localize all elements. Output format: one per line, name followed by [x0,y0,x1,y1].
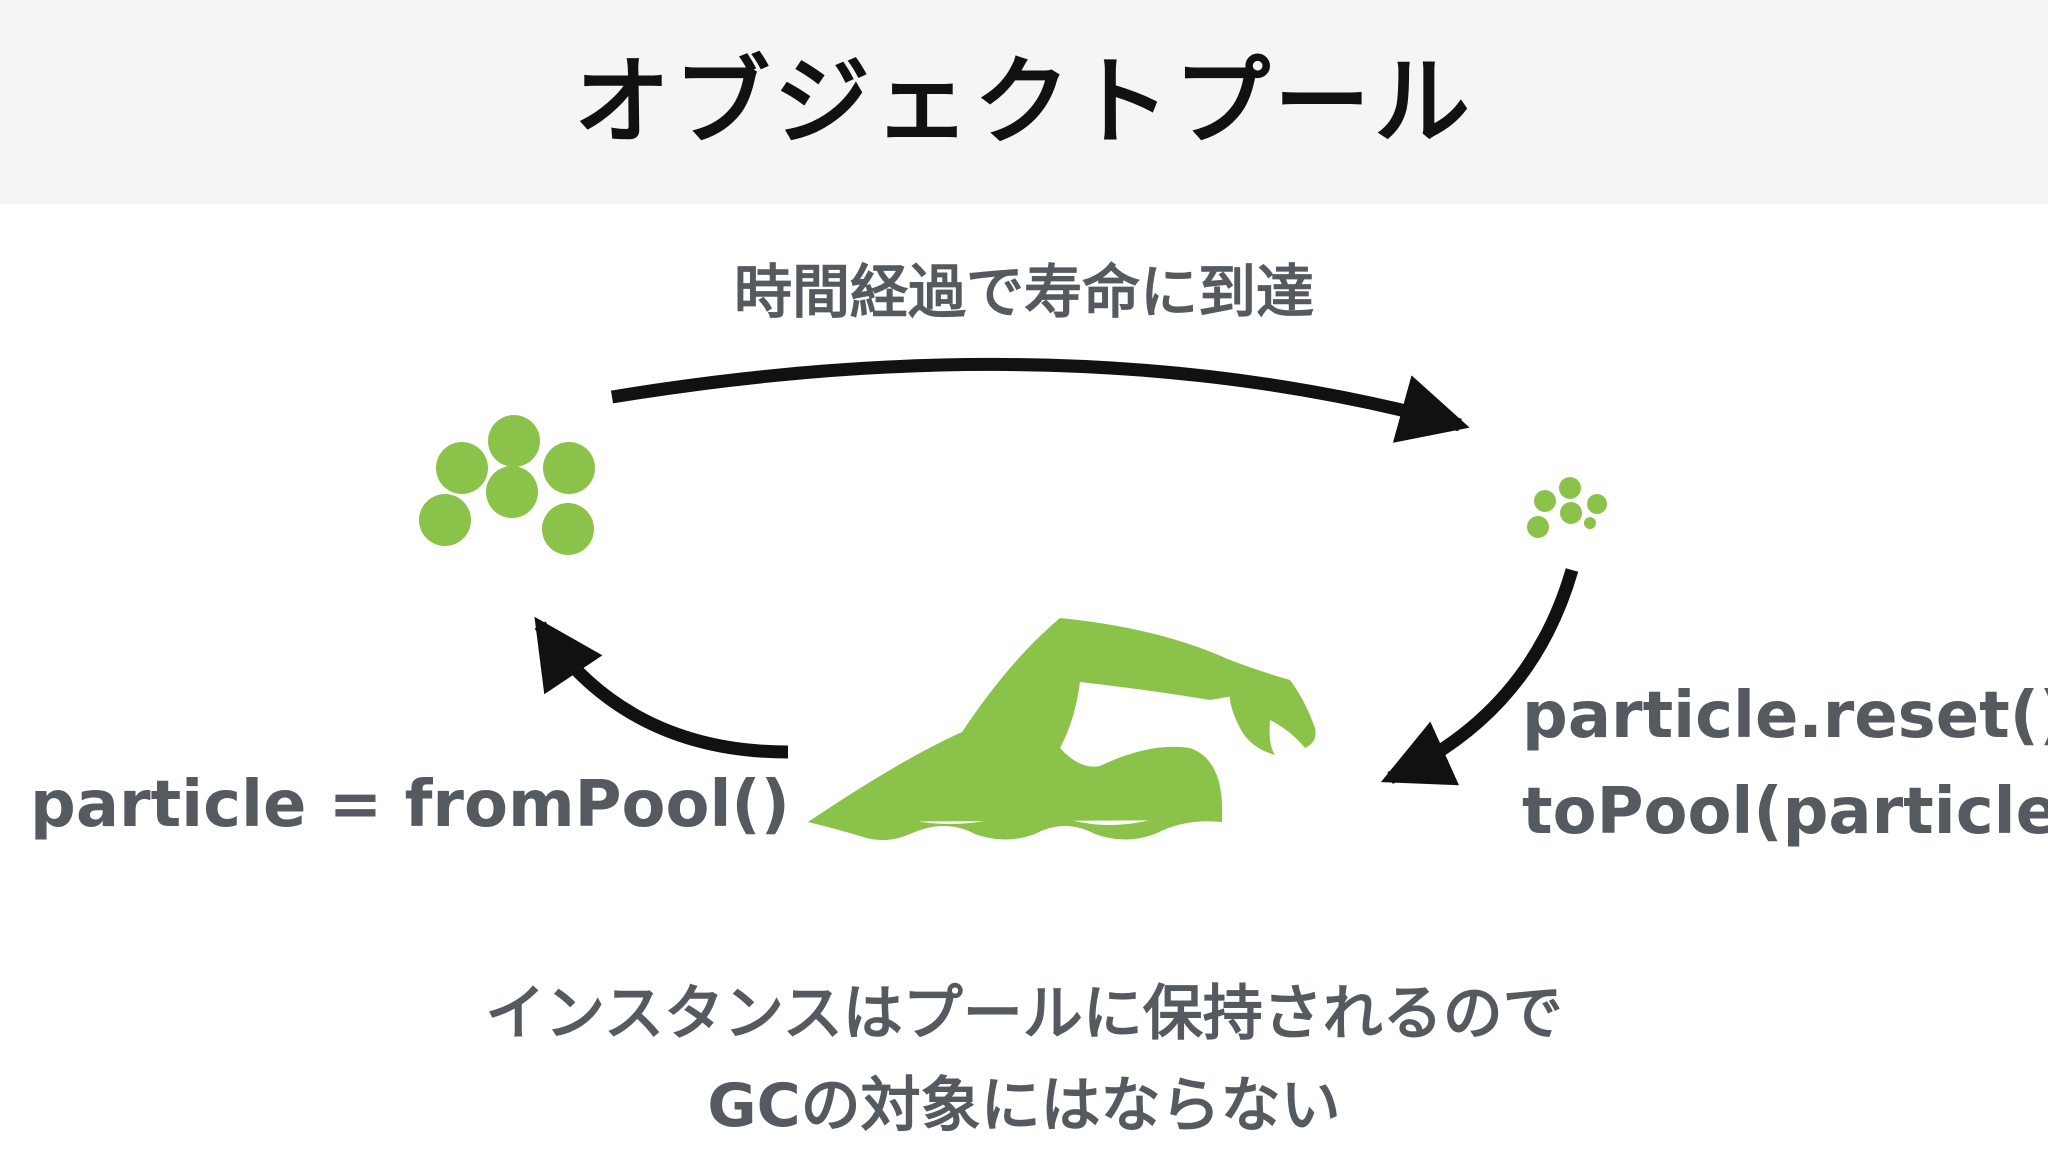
gc-note-line1: インスタンスはプールに保持されるので [485,979,1563,1049]
particle-cluster-small-icon [1527,477,1607,538]
lifetime-label: 時間経過で寿命に到達 [733,258,1314,326]
reset-and-return-code: particle.reset() toPool(particle) [1522,668,2048,860]
swimmer-icon [808,618,1316,841]
from-pool-code: particle = fromPool() [30,768,790,842]
to-pool-arrow [1380,568,1579,786]
gc-note-line2: GCの対象にはならない [707,1071,1341,1141]
particle-cluster-large-icon [419,415,595,555]
to-pool-code: toPool(particle) [1522,775,2048,849]
reset-code: particle.reset() [1522,679,2048,753]
gc-note: インスタンスはプールに保持されるので GCの対象にはならない [0,968,2048,1152]
page-title: オブジェクトプール [574,46,1474,158]
lifetime-arrow [610,357,1470,443]
header-bar [0,0,2048,204]
from-pool-arrow [534,616,789,759]
